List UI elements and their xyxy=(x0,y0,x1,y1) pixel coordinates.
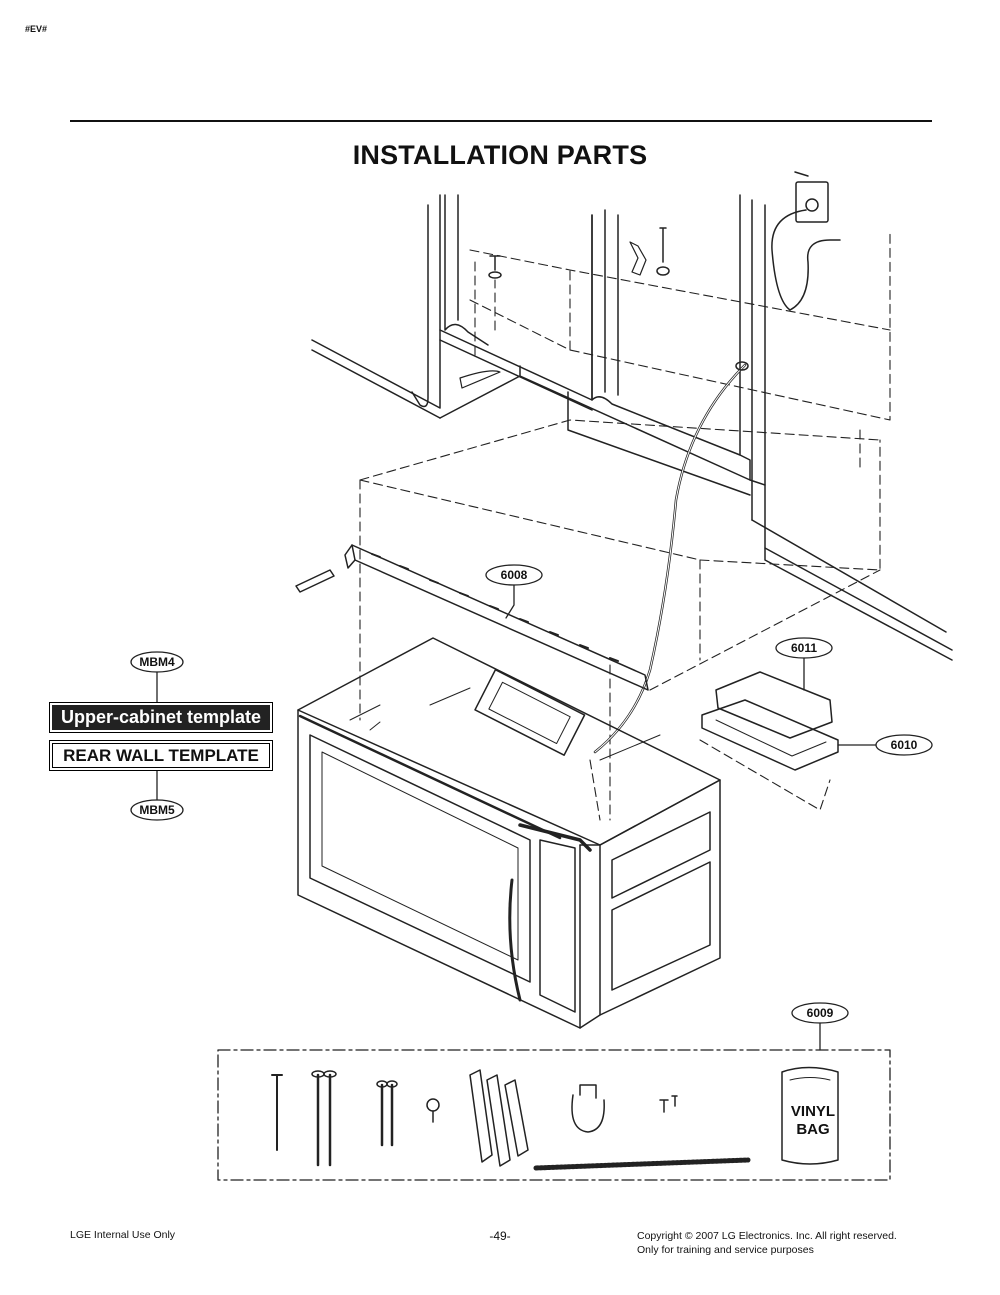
vinyl-bag-line2: BAG xyxy=(796,1121,830,1138)
upper-cabinet-template-text: Upper-cabinet template xyxy=(52,705,270,730)
microwave-oven xyxy=(297,637,721,1029)
grease-filter-parts xyxy=(701,671,839,771)
rear-wall-template-label: REAR WALL TEMPLATE xyxy=(49,740,273,771)
callout-6009: 6009 xyxy=(806,1006,834,1020)
alignment-guides xyxy=(359,229,891,821)
corner-mark: #EV# xyxy=(25,24,48,34)
footer-note: Only for training and service purposes xyxy=(637,1244,814,1256)
callout-6008: 6008 xyxy=(500,568,528,582)
header-rule xyxy=(70,120,932,122)
upper-cabinet xyxy=(311,194,953,661)
callout-mbm4: MBM4 xyxy=(139,655,175,669)
outlet-and-power-cord xyxy=(593,181,841,754)
callout-6011: 6011 xyxy=(790,641,818,655)
cabinet-top-screws xyxy=(488,171,809,279)
page-title: INSTALLATION PARTS xyxy=(352,140,648,170)
callout-balloons xyxy=(130,564,933,1051)
rear-wall-template-text: REAR WALL TEMPLATE xyxy=(52,743,270,768)
hardware-kit-6009 xyxy=(217,1049,891,1181)
upper-cabinet-template-label: Upper-cabinet template xyxy=(49,702,273,733)
callout-6010: 6010 xyxy=(890,738,918,752)
footer-copyright: Copyright © 2007 LG Electronics. Inc. Al… xyxy=(637,1230,897,1242)
page-number: -49- xyxy=(489,1229,511,1243)
callout-mbm5: MBM5 xyxy=(139,803,175,817)
vinyl-bag-line1: VINYL xyxy=(790,1103,836,1120)
vinyl-bag-label: VINYL BAG xyxy=(783,1103,843,1139)
footer-internal-use: LGE Internal Use Only xyxy=(70,1229,176,1241)
mounting-plate-6008 xyxy=(295,544,649,691)
footer-copyright-block: Copyright © 2007 LG Electronics. Inc. Al… xyxy=(637,1229,957,1257)
